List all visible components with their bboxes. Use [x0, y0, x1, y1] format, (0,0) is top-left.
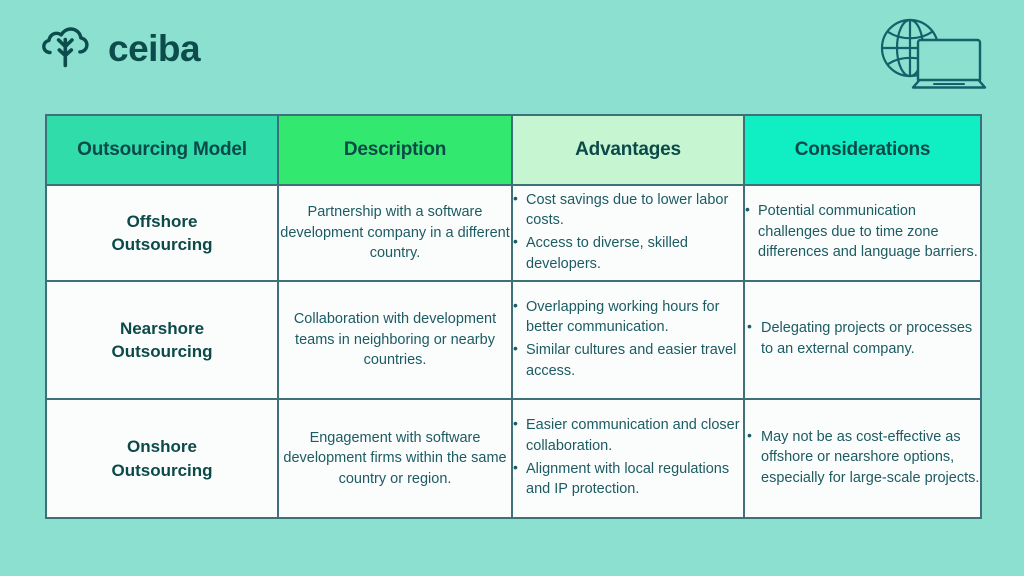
list-item: Easier communication and closer collabor…: [513, 414, 743, 456]
globe-laptop-icon: [868, 14, 996, 97]
table-header-row: Outsourcing Model Description Advantages…: [45, 114, 982, 186]
list-item: Cost savings due to lower labor costs.: [513, 189, 743, 231]
brand-name: ceiba: [108, 27, 201, 69]
list-item: Similar cultures and easier travel acces…: [513, 339, 743, 381]
ceiba-tree-icon: [42, 26, 98, 70]
cell-description: Collaboration with development teams in …: [277, 280, 513, 400]
outsourcing-comparison-table: Outsourcing Model Description Advantages…: [45, 114, 982, 519]
column-header-description: Description: [277, 114, 513, 186]
cell-description: Engagement with software development fir…: [277, 398, 513, 519]
column-header-advantages: Advantages: [511, 114, 745, 186]
list-item: Delegating projects or processes to an e…: [745, 317, 980, 359]
list-item: Overlapping working hours for better com…: [513, 296, 743, 338]
cell-considerations: May not be as cost-effective as offshore…: [743, 398, 982, 519]
cell-advantages: Easier communication and closer collabor…: [511, 398, 745, 519]
list-item: Alignment with local regulations and IP …: [513, 457, 743, 500]
brand-header: ceiba: [42, 26, 201, 70]
column-header-considerations: Considerations: [743, 114, 982, 186]
list-item: May not be as cost-effective as offshore…: [745, 426, 980, 489]
column-header-outsourcing-model: Outsourcing Model: [45, 114, 279, 186]
cell-considerations: Delegating projects or processes to an e…: [743, 280, 982, 400]
cell-considerations: Potential communication challenges due t…: [743, 184, 982, 282]
cell-description: Partnership with a software development …: [277, 184, 513, 282]
list-item: Access to diverse, skilled developers.: [513, 232, 743, 274]
list-item: Potential communication challenges due t…: [745, 200, 980, 263]
cell-advantages: Overlapping working hours for better com…: [511, 280, 745, 400]
cell-advantages: Cost savings due to lower labor costs.Ac…: [511, 184, 745, 282]
